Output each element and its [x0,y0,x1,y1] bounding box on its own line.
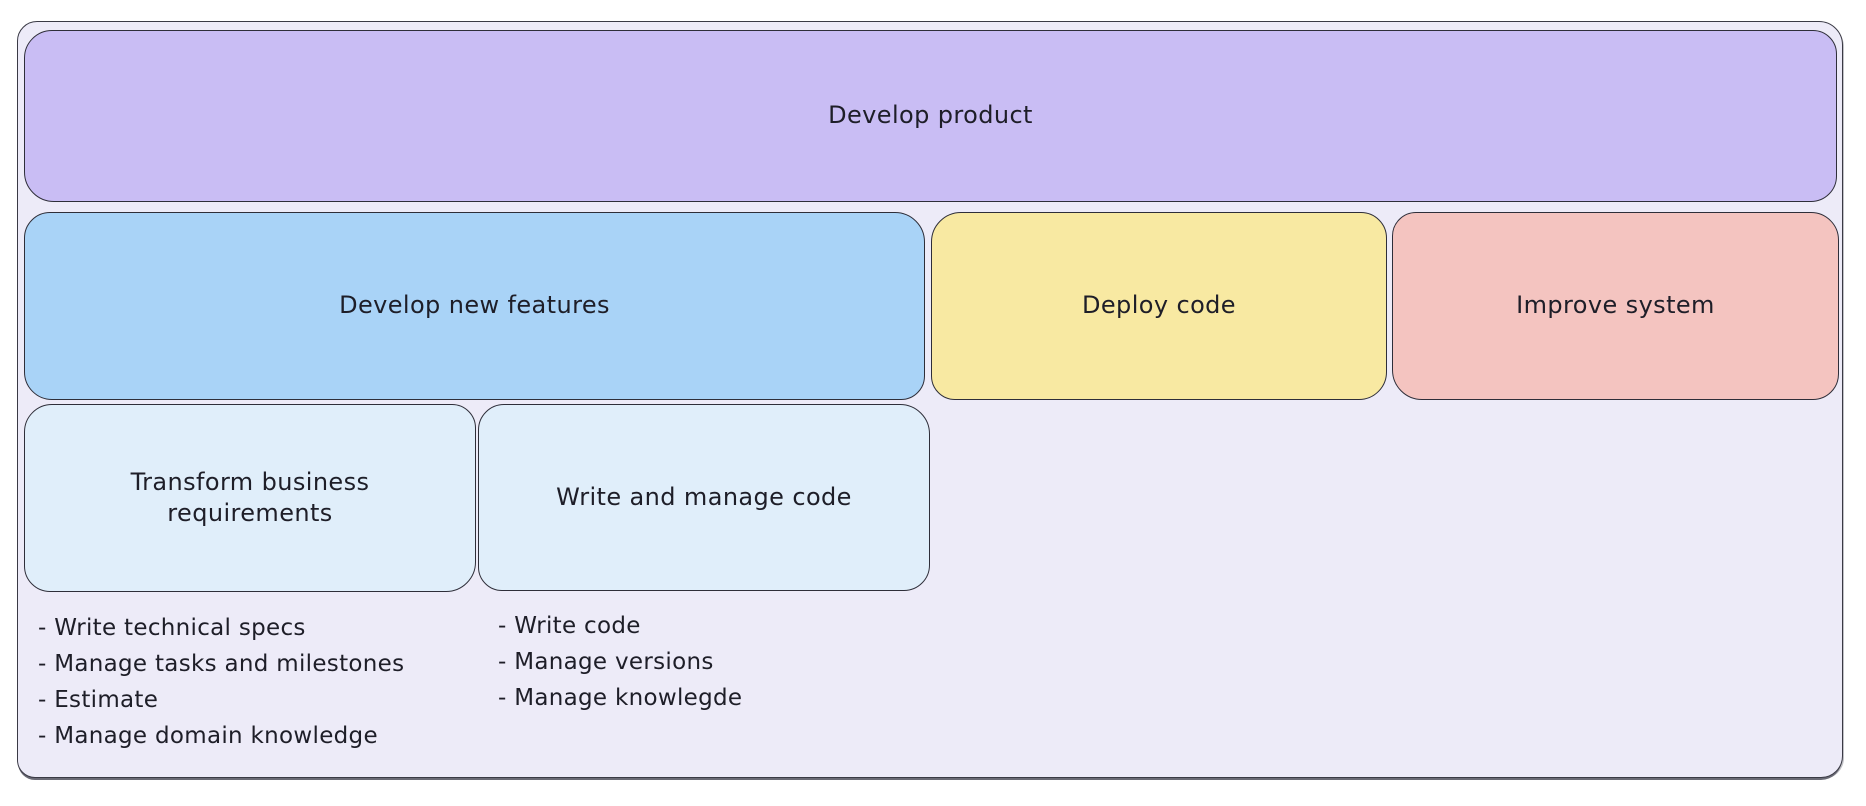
node-develop-product: Develop product [24,30,1837,202]
task-item: - Manage knowlegde [498,685,743,711]
task-item: - Manage tasks and milestones [38,651,405,677]
node-develop-new-features: Develop new features [24,212,925,400]
task-list-transform-business: - Write technical specs - Manage tasks a… [38,610,404,754]
task-list-write-manage-code: - Write code - Manage versions - Manage … [498,608,742,716]
node-write-and-manage-code-label: Write and manage code [556,482,852,511]
node-deploy-code: Deploy code [931,212,1387,400]
task-item: - Write code [498,613,641,639]
node-develop-product-label: Develop product [828,101,1033,130]
task-item: - Estimate [38,687,159,713]
node-develop-new-features-label: Develop new features [339,291,610,320]
task-item: - Manage domain knowledge [38,723,378,749]
node-improve-system-label: Improve system [1516,291,1715,320]
node-transform-business-requirements-label: Transform business requirements [130,467,370,527]
node-improve-system: Improve system [1392,212,1839,400]
node-transform-business-requirements: Transform business requirements [24,404,476,592]
task-item: - Write technical specs [38,615,306,641]
develop-product-diagram-frame: Develop product Develop new features Dep… [17,21,1843,778]
node-deploy-code-label: Deploy code [1082,291,1236,320]
node-write-and-manage-code: Write and manage code [478,404,930,591]
task-item: - Manage versions [498,649,714,675]
